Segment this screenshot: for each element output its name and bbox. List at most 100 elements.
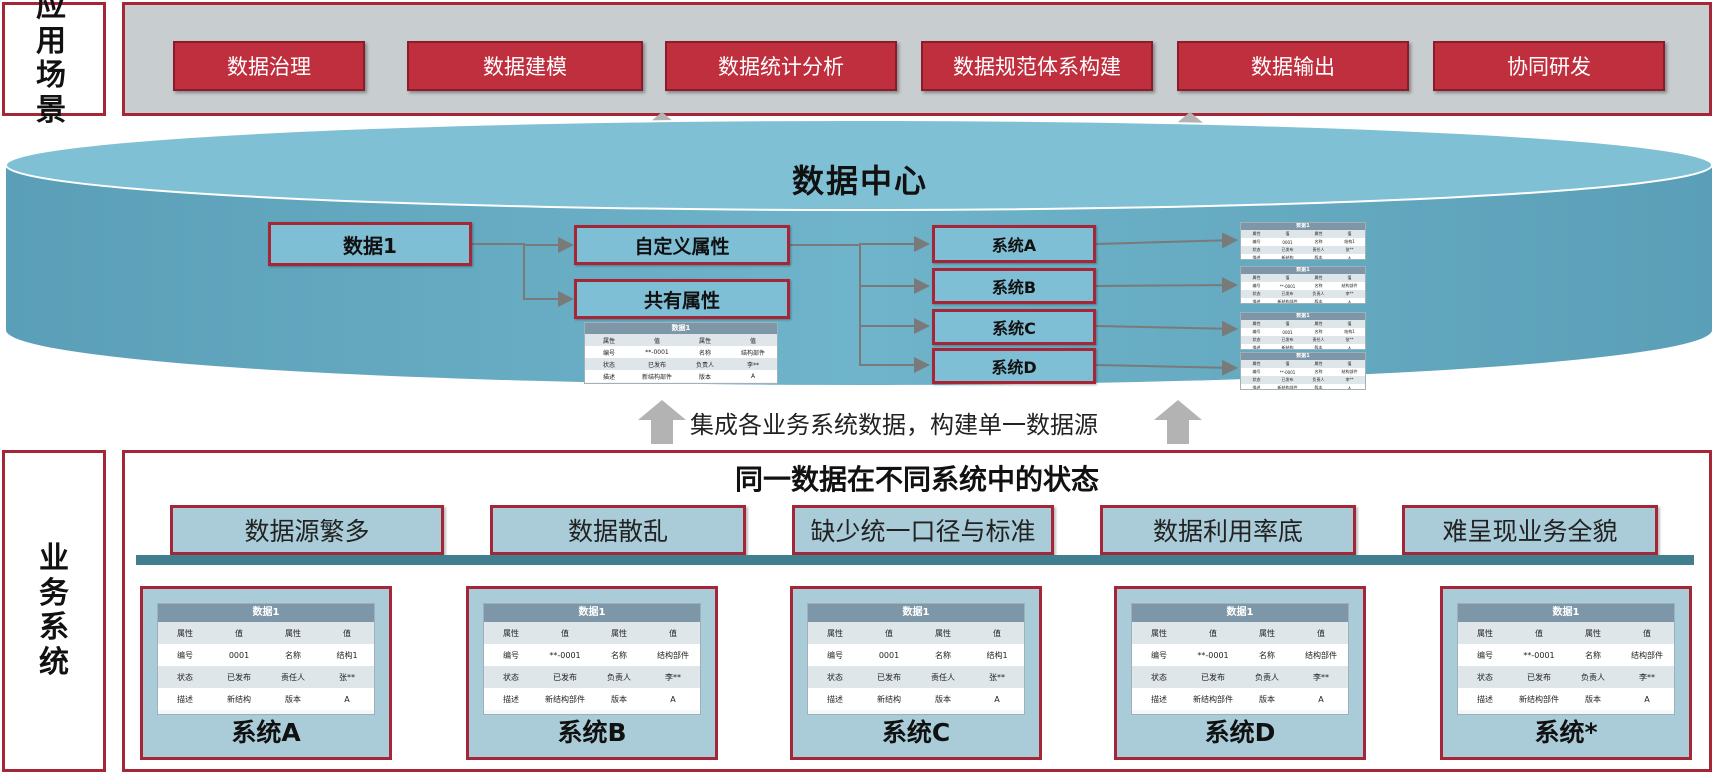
cell: 新结构部件	[538, 688, 592, 710]
cell: 值	[1272, 230, 1303, 238]
cell: 名称	[681, 346, 729, 358]
mini-table-title: 数据1	[808, 604, 1024, 622]
cell: 已发布	[633, 358, 681, 370]
scenario-modeling[interactable]: 数据建模	[407, 41, 643, 91]
scenario-statistics[interactable]: 数据统计分析	[665, 41, 897, 91]
cell: 版本	[916, 688, 970, 710]
cell: 结构部件	[1294, 644, 1348, 666]
mini-table-title: 数据1	[1132, 604, 1348, 622]
business-panel-title: 同一数据在不同系统中的状态	[734, 463, 1099, 496]
mini-table-title: 数据1	[1241, 353, 1365, 360]
cell: A	[1334, 254, 1365, 259]
cell: 属性	[1241, 230, 1272, 238]
cell: 0001	[862, 644, 916, 666]
scenario-output[interactable]: 数据输出	[1177, 41, 1409, 91]
cell: 结构1	[970, 644, 1024, 666]
integration-caption: 集成各业务系统数据，构建单一数据源	[690, 410, 1098, 439]
cell: 结构部件	[729, 346, 777, 358]
cell: 状态	[1241, 376, 1272, 384]
cell: 结构1	[1334, 238, 1365, 246]
cell: A	[1334, 344, 1365, 349]
cell: **-0001	[633, 346, 681, 358]
cell: 李**	[1294, 666, 1348, 688]
custom-attribute-node[interactable]: 自定义属性	[574, 225, 790, 265]
divider-band	[136, 555, 1694, 565]
cell: 0001	[212, 644, 266, 666]
cell: 结构1	[320, 644, 374, 666]
cell: 结构1	[1334, 328, 1365, 336]
system-name: 系统D	[1204, 718, 1276, 747]
system-b-node[interactable]: 系统B	[932, 268, 1096, 304]
cell: 值	[1334, 230, 1365, 238]
cell: 状态	[1458, 666, 1512, 688]
cell: 描述	[1241, 384, 1272, 389]
cell: 名称	[1303, 328, 1334, 336]
up-arrow-icon	[1154, 400, 1202, 444]
system-d-node[interactable]: 系统D	[932, 348, 1096, 384]
cell: 值	[1272, 320, 1303, 328]
cell: 责任人	[266, 666, 320, 688]
cell: 属性	[681, 334, 729, 346]
cell: 值	[212, 622, 266, 644]
cell: 名称	[1303, 282, 1334, 290]
cell: A	[970, 688, 1024, 710]
cell: 李**	[1620, 666, 1674, 688]
problem-scattered: 数据散乱	[490, 505, 746, 555]
cell: 版本	[681, 370, 729, 382]
cell: 属性	[1241, 274, 1272, 282]
system-c-node[interactable]: 系统C	[932, 309, 1096, 345]
cell: 名称	[266, 644, 320, 666]
cell: 张**	[1334, 336, 1365, 344]
cell: 描述	[158, 688, 212, 710]
cell: **-0001	[1186, 644, 1240, 666]
cell: 值	[970, 622, 1024, 644]
cell: 值	[729, 334, 777, 346]
cell: 编号	[1241, 238, 1272, 246]
cell: 新结构	[1272, 344, 1303, 349]
scenario-governance[interactable]: 数据治理	[173, 41, 365, 91]
system-a-node[interactable]: 系统A	[932, 225, 1096, 263]
system-name: 系统B	[557, 718, 627, 747]
cell: 值	[1334, 320, 1365, 328]
system-name: 系统A	[231, 718, 301, 747]
cell: 新结构	[862, 688, 916, 710]
cell: 已发布	[538, 666, 592, 688]
cell: 张**	[970, 666, 1024, 688]
cell: 描述	[1241, 344, 1272, 349]
cell: A	[320, 688, 374, 710]
cell: 0001	[1272, 238, 1303, 246]
cell: 描述	[1458, 688, 1512, 710]
cell: 版本	[1303, 298, 1334, 303]
scenario-standards[interactable]: 数据规范体系构建	[921, 41, 1153, 91]
cell: 属性	[1241, 320, 1272, 328]
cell: A	[1620, 688, 1674, 710]
scenario-collaboration[interactable]: 协同研发	[1433, 41, 1665, 91]
cell: 值	[1334, 360, 1365, 368]
cell: 新结构部件	[1272, 384, 1303, 389]
cell: 新结构部件	[1272, 298, 1303, 303]
mini-table-title: 数据1	[158, 604, 374, 622]
cell: 描述	[1132, 688, 1186, 710]
cell: 李**	[1334, 376, 1365, 384]
cell: 已发布	[862, 666, 916, 688]
cell: 新结构部件	[633, 370, 681, 382]
cell: 李**	[1334, 290, 1365, 298]
cell: 名称	[1566, 644, 1620, 666]
data1-node[interactable]: 数据1	[268, 222, 472, 266]
cell: 张**	[320, 666, 374, 688]
cell: A	[729, 370, 777, 382]
app-scenario-label: 应用场景	[2, 0, 106, 127]
cell: 属性	[808, 622, 862, 644]
cell: 描述	[808, 688, 862, 710]
shared-attribute-node[interactable]: 共有属性	[574, 279, 790, 319]
cell: 0001	[1272, 328, 1303, 336]
cell: 版本	[1303, 384, 1334, 389]
cell: 值	[320, 622, 374, 644]
